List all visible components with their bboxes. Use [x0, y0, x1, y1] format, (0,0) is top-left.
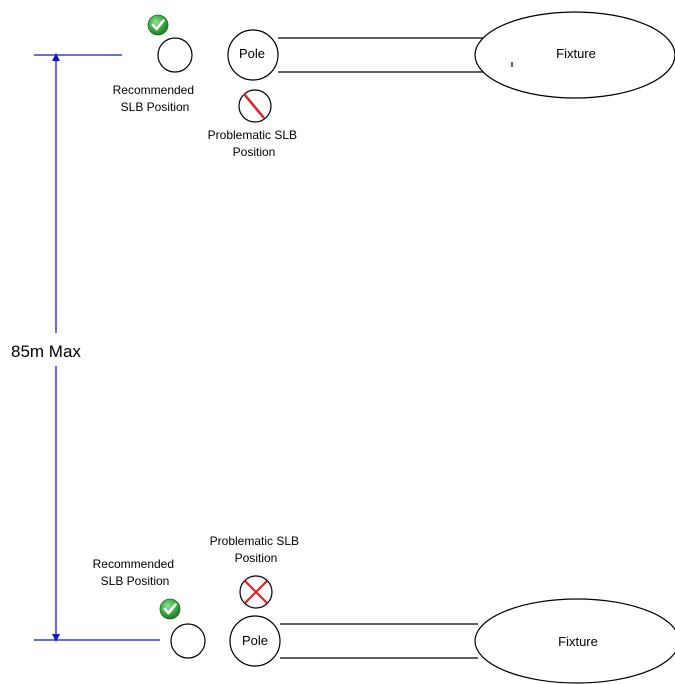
top-problematic-label: Problematic SLB Position [208, 128, 301, 159]
bottom-pole-shape [229, 615, 281, 667]
top-installation: Fixture Pole Recommended SLB Position Pr… [113, 11, 675, 159]
bottom-problematic-label: Problematic SLB Position [210, 534, 303, 565]
top-recommended-slb-circle [157, 37, 193, 73]
check-icon [147, 14, 169, 36]
bottom-arm [280, 623, 478, 659]
dimension-label: 85m Max [11, 342, 81, 361]
top-pole-label: Pole [239, 46, 265, 61]
bottom-recommended-label: Recommended SLB Position [93, 557, 178, 588]
slash-icon [243, 93, 265, 119]
bottom-pole-label: Pole [242, 633, 268, 648]
dimension-marker: 85m Max [11, 53, 160, 642]
bottom-fixture-shape [474, 598, 675, 684]
top-arm [278, 37, 484, 73]
check-icon [159, 598, 181, 620]
top-pole-shape [227, 29, 279, 81]
top-fixture-shape [474, 11, 675, 99]
bottom-installation: Fixture Pole Recommended SLB Position Pr… [93, 534, 675, 684]
x-icon [244, 580, 268, 604]
bottom-fixture-label: Fixture [558, 634, 598, 649]
top-fixture-label: Fixture [556, 46, 596, 61]
top-recommended-label: Recommended SLB Position [113, 83, 198, 114]
bottom-recommended-slb-circle [170, 623, 206, 659]
